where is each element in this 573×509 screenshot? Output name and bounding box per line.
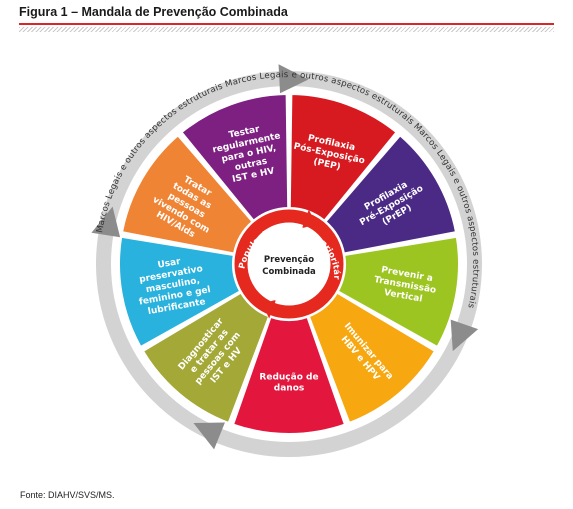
title-hatch bbox=[19, 27, 554, 32]
hub-arrow-ring bbox=[234, 209, 344, 319]
hub-arrowhead-left bbox=[262, 299, 277, 319]
segment-tratar bbox=[120, 133, 254, 255]
ring-arrow-right bbox=[450, 319, 479, 352]
hub-arrowhead-right bbox=[301, 209, 316, 229]
title-rule bbox=[19, 23, 554, 25]
segment-label-line: Redução de bbox=[259, 373, 318, 383]
segment-ist bbox=[141, 291, 271, 425]
hub-center bbox=[250, 225, 328, 303]
segment-tv bbox=[336, 235, 460, 349]
figure-title: Figura 1 – Mandala de Prevenção Combinad… bbox=[19, 5, 288, 19]
ring-arrow-top bbox=[278, 64, 309, 94]
segment-hbv bbox=[307, 291, 437, 425]
segment-danos bbox=[231, 315, 347, 435]
segment-label-line: danos bbox=[274, 384, 304, 394]
segment-preservativo bbox=[118, 235, 242, 349]
ring-arrow-left bbox=[91, 206, 121, 238]
hub-title-line2: Combinada bbox=[262, 267, 316, 277]
segment-prep bbox=[324, 133, 458, 255]
hub-title-line1: Prevenção bbox=[264, 255, 314, 265]
ring-arrow-bottom bbox=[193, 422, 225, 450]
segment-label-line: Usar bbox=[157, 257, 182, 271]
segment-testar bbox=[180, 93, 290, 223]
segment-pep bbox=[288, 93, 398, 223]
figure-source: Fonte: DIAHV/SVS/MS. bbox=[20, 490, 115, 500]
